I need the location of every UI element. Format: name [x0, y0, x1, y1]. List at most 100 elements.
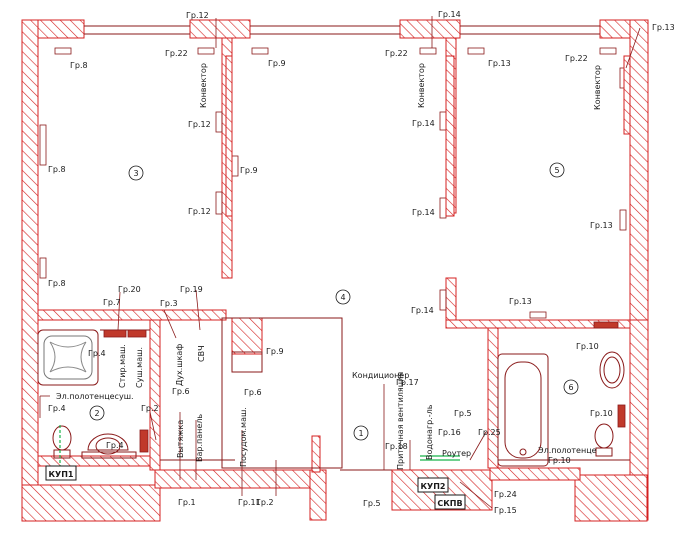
label-gr8-1: Гр.8 — [70, 61, 88, 70]
panel-kup2: КУП2 — [421, 482, 446, 491]
label-gr10-3: Гр.10 — [548, 456, 571, 465]
wall-left — [21, 19, 39, 521]
sockets — [39, 47, 627, 453]
label-gr16: Гр.16 — [438, 428, 461, 437]
room-number-4: 4 — [340, 293, 345, 302]
room-number-6: 6 — [568, 383, 573, 392]
label-gr25: Гр.25 — [478, 428, 501, 437]
label-gr2-1: Гр.2 — [141, 404, 159, 413]
label-gr22-1: Гр.22 — [165, 49, 188, 58]
label-gr10-2: Гр.10 — [590, 409, 613, 418]
wall-bottom-right-b — [574, 474, 648, 522]
label-gr5-2: Гр.5 — [363, 499, 381, 508]
label-pritochnaya-vent: Приточная вентиляция — [396, 372, 405, 470]
toilet-right — [594, 423, 614, 457]
label-gr20: Гр.20 — [118, 285, 141, 294]
wall-room5-bottom — [445, 319, 631, 329]
convector-room3 — [225, 55, 233, 217]
wall-bottom-right-c — [489, 467, 581, 481]
label-gr10-1: Гр.10 — [576, 342, 599, 351]
fixtures — [37, 329, 625, 467]
convectors — [225, 55, 631, 217]
label-konvektor-2: Конвектор — [417, 63, 426, 108]
label-gr13-2: Гр.13 — [590, 221, 613, 230]
label-gr9-1: Гр.9 — [268, 59, 286, 68]
label-dukh-shkaf: Дух.шкаф — [175, 344, 184, 386]
label-gr14-1: Гр.14 — [412, 119, 435, 128]
label-gr14-top: Гр.14 — [438, 10, 461, 19]
label-gr8-2: Гр.8 — [48, 165, 66, 174]
label-gr2-2: Гр.2 — [256, 498, 274, 507]
toilet-left — [52, 425, 72, 459]
leader-lines — [39, 16, 641, 509]
label-gr12-1: Гр.12 — [188, 120, 211, 129]
label-gr13-1: Гр.13 — [488, 59, 511, 68]
label-gr3: Гр.3 — [160, 299, 178, 308]
convector-room4 — [445, 55, 455, 217]
label-gr22-2: Гр.22 — [385, 49, 408, 58]
room-number-5: 5 — [554, 166, 559, 175]
label-stir-mash: Стир.маш. — [118, 344, 127, 388]
label-vodonagr: Водонагр.-ль — [425, 404, 434, 460]
label-gr6-2: Гр.6 — [244, 388, 262, 397]
label-gr24: Гр.24 — [494, 490, 517, 499]
label-gr14-3: Гр.14 — [411, 306, 434, 315]
water-pipes — [59, 425, 460, 470]
label-router: Роутер — [442, 449, 471, 458]
label-konvektor-1: Конвектор — [199, 63, 208, 108]
panel-boxes: КУП1 КУП2 СКПВ — [45, 465, 466, 510]
label-gr14-2: Гр.14 — [412, 208, 435, 217]
panel-skpv: СКПВ — [437, 499, 462, 508]
label-gr4-2: Гр.4 — [48, 404, 66, 413]
label-gr12-2: Гр.12 — [188, 207, 211, 216]
wall-corridor-block — [231, 317, 263, 355]
label-vytyazhka: Вытяжка — [176, 420, 185, 458]
appliance-labels: Конвектор Конвектор Конвектор Стир.маш. … — [56, 63, 602, 470]
wall-bath-divider — [149, 319, 161, 471]
label-gr15: Гр.15 — [494, 506, 517, 515]
label-gr9-3: Гр.9 — [266, 347, 284, 356]
wall-right-upper — [629, 19, 649, 321]
label-gr1: Гр.1 — [178, 498, 196, 507]
convector-room5 — [623, 55, 631, 135]
label-el-polotentsesush: Эл.полотенцесуш. — [56, 392, 134, 401]
sink-right — [599, 351, 625, 389]
label-svch: СВЧ — [197, 345, 206, 362]
label-el-polotentse: Эл.полотенце — [538, 446, 597, 455]
wall-left-low — [37, 455, 151, 467]
bathtub — [497, 353, 549, 467]
wall-bottom-shaft — [309, 469, 327, 521]
wall-bath2-left — [487, 327, 499, 469]
label-gr12-top: Гр.12 — [186, 11, 209, 20]
label-gr19: Гр.19 — [180, 285, 203, 294]
label-gr22-3: Гр.22 — [565, 54, 588, 63]
panel-skpv-box — [434, 494, 466, 510]
label-gr11: Гр.11 — [238, 498, 261, 507]
label-gr18: Гр.18 — [385, 442, 408, 451]
label-gr6-1: Гр.6 — [172, 387, 190, 396]
wall-room3-bottom — [37, 309, 227, 321]
panel-kup1-box — [45, 465, 77, 481]
group-labels: Гр.12 Гр.14 Гр.13 Гр.8 Гр.22 Гр.9 Гр.22 … — [48, 10, 674, 515]
label-gr7: Гр.7 — [103, 298, 121, 307]
wall-top-mid2 — [399, 19, 461, 39]
label-gr5-1: Гр.5 — [454, 409, 472, 418]
wall-bottom-left — [21, 484, 161, 522]
label-gr4-1: Гр.4 — [88, 349, 106, 358]
room-number-1: 1 — [358, 429, 363, 438]
wall-top-mid1 — [189, 19, 251, 39]
label-var-panel: Вар.панель — [195, 414, 204, 462]
label-gr8-3: Гр.8 — [48, 279, 66, 288]
room-number-2: 2 — [94, 409, 99, 418]
panel-kup1: КУП1 — [49, 470, 74, 479]
label-konvektor-3: Конвектор — [593, 65, 602, 110]
shower-tray — [37, 329, 99, 386]
sink-left — [81, 433, 137, 459]
label-posudom-mash: Посудом.маш. — [239, 407, 248, 467]
room-numbers: 3 4 5 2 6 1 — [89, 162, 579, 441]
label-gr4-3: Гр.4 — [106, 441, 124, 450]
wall-dish-stub — [311, 435, 321, 473]
label-gr13-top: Гр.13 — [652, 23, 674, 32]
label-gr17: Гр.17 — [396, 378, 419, 387]
